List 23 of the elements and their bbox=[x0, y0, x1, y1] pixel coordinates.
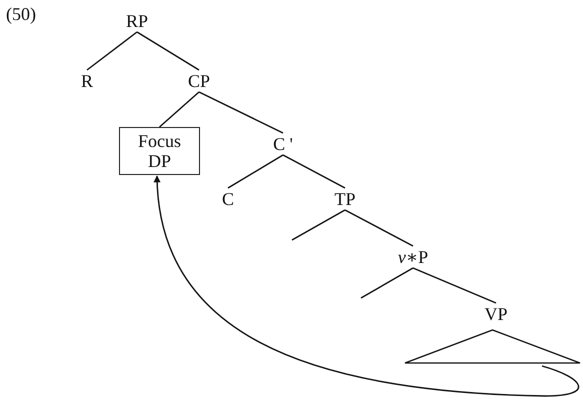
focus-box bbox=[119, 127, 200, 175]
tree-branch bbox=[292, 209, 346, 241]
tree-branch bbox=[360, 267, 414, 299]
example-number: (50) bbox=[6, 4, 36, 24]
tree-branch bbox=[344, 209, 414, 247]
node-label: v∗P bbox=[390, 246, 436, 268]
node-label: RP bbox=[118, 10, 156, 32]
tree-branch bbox=[136, 31, 200, 71]
tree-branch bbox=[198, 91, 284, 134]
tree-branch bbox=[86, 31, 138, 71]
node-label: CP bbox=[180, 70, 218, 92]
triangle-shape bbox=[404, 329, 581, 364]
tree-branch bbox=[228, 154, 284, 189]
tree-branch bbox=[412, 267, 496, 304]
tree-branch bbox=[282, 154, 346, 189]
node-label: Focus DP bbox=[136, 131, 182, 171]
node-label: R bbox=[77, 70, 97, 92]
node-label: VP bbox=[476, 303, 516, 325]
node-label: C ' bbox=[268, 133, 298, 155]
movement-arrow bbox=[154, 175, 579, 397]
node-label: TP bbox=[326, 188, 364, 210]
tree-branch bbox=[159, 91, 200, 128]
node-label: C bbox=[218, 188, 238, 210]
